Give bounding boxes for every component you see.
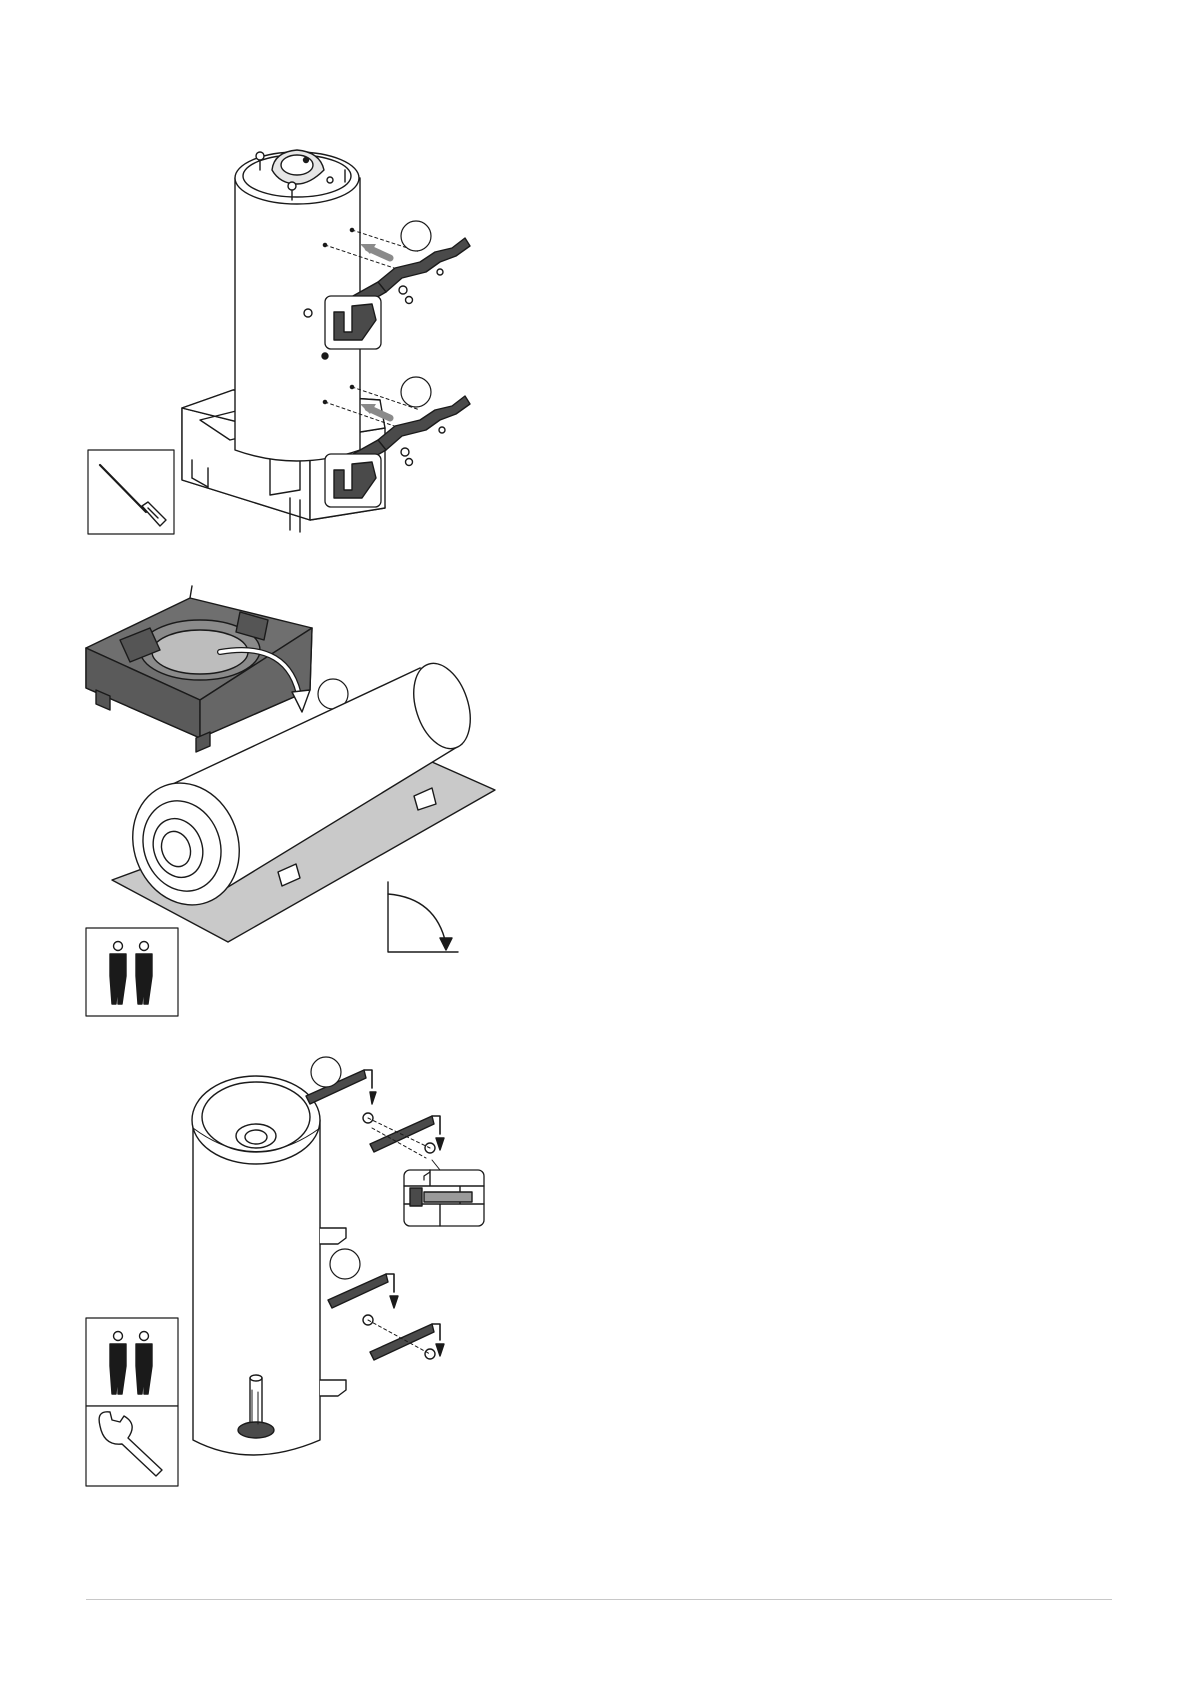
wall-plug-detail-icon (404, 1160, 484, 1226)
two-person-lift-icon-2 (86, 1318, 178, 1406)
lower-wall-rails (328, 1249, 444, 1360)
callout-circle-5 (330, 1249, 360, 1279)
callout-circle-4 (311, 1057, 341, 1087)
wrench-icon (86, 1406, 178, 1486)
wall-hung-cylinder (192, 1076, 346, 1455)
footer-rule (86, 1599, 1112, 1600)
upper-wall-rails (306, 1057, 444, 1158)
